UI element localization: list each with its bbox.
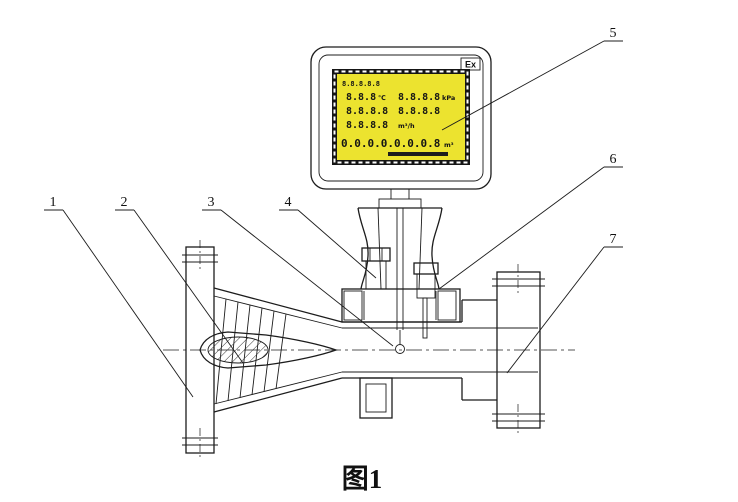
sensor-fitting — [413, 262, 439, 339]
callout-3: 3 — [202, 195, 394, 347]
straightener-hub — [207, 336, 269, 364]
neck-collar — [378, 198, 422, 209]
meter-body — [182, 240, 545, 460]
lcd-temp-unit: ℃ — [378, 94, 386, 102]
outlet-shell — [461, 299, 497, 401]
callout-1: 1 — [44, 195, 194, 398]
callout-3-label: 3 — [208, 195, 215, 210]
lcd-rate-unit: m³/h — [398, 122, 415, 130]
callout-4-label: 4 — [285, 195, 292, 210]
lcd-total-unit: m³ — [444, 141, 454, 149]
ex-mark-label: Ex — [465, 60, 476, 70]
lcd-flow-value: 8.8.8.8 — [346, 106, 388, 117]
neck-assembly — [357, 189, 443, 344]
callout-4: 4 — [279, 195, 377, 279]
flow-straightener — [199, 298, 338, 405]
lcd-press-unit: kPa — [442, 94, 455, 102]
lcd-screen: 8.8.8.8.8 8.8.8 ℃ 8.8.8.8 kPa 8.8.8.8 8.… — [332, 69, 470, 165]
callout-1-label: 1 — [50, 195, 57, 210]
callout-7: 7 — [506, 232, 623, 374]
callout-7-label: 7 — [610, 232, 617, 247]
lcd-fineprint-strip — [388, 152, 448, 156]
lcd-temp-value: 8.8.8 — [346, 92, 376, 103]
lcd-header: 8.8.8.8.8 — [342, 80, 380, 88]
right-flange — [492, 264, 545, 436]
callout-6: 6 — [438, 152, 623, 290]
callout-5-label: 5 — [610, 26, 617, 41]
turbine-axis-point — [395, 344, 405, 354]
lcd-bezel-ticks — [333, 70, 469, 164]
display-head: Ex 8.8.8.8.8 8.8.8 ℃ 8.8.8.8 kPa 8.8.8.8… — [310, 46, 492, 190]
drain-plug — [359, 377, 393, 419]
lcd-rate-value: 8.8.8.8 — [346, 120, 388, 131]
callout-5: 5 — [441, 26, 623, 131]
lcd-flow-aux: 8.8.8.8 — [398, 106, 440, 117]
sensor-probe — [422, 297, 428, 339]
inlet-cone — [213, 287, 343, 413]
mounting-block — [341, 288, 461, 323]
gland-fitting — [361, 247, 391, 290]
straightener-spindle — [199, 331, 338, 369]
figure-caption: 图1 — [342, 464, 383, 494]
ex-mark-box — [460, 57, 481, 71]
callout-6-label: 6 — [610, 152, 617, 167]
lcd-panel — [337, 74, 465, 160]
callout-2: 2 — [115, 195, 244, 364]
lcd-press-value: 8.8.8.8 — [398, 92, 440, 103]
lcd-total-value: 0.0.0.0.0.0.0.8 — [341, 137, 440, 150]
callout-2-label: 2 — [121, 195, 128, 210]
